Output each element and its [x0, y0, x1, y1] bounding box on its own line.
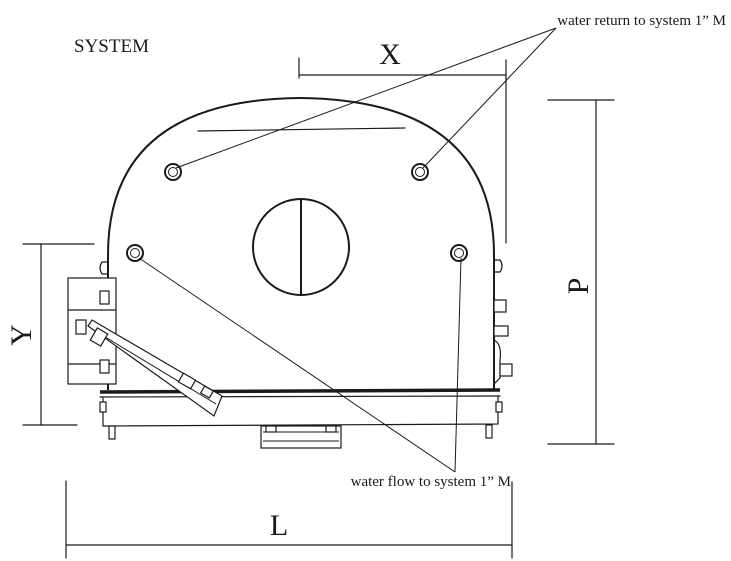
leader-lines	[138, 27, 557, 473]
dimension-p: P	[547, 99, 615, 445]
water-return-port-right	[411, 163, 429, 181]
dimension-l: L	[65, 480, 513, 559]
water-flow-port-left	[126, 244, 144, 262]
boiler-casing	[107, 96, 495, 390]
dimension-x: X	[298, 38, 507, 244]
dimension-y: Y	[5, 243, 95, 426]
dimension-p-label: P	[562, 278, 595, 295]
side-lugs	[99, 259, 503, 275]
water-return-label: water return to system 1” M	[557, 13, 726, 29]
water-flow-label: water flow to system 1” M	[351, 474, 511, 490]
water-return-port-left	[164, 163, 182, 181]
dimension-y-label: Y	[5, 324, 38, 346]
dimension-x-label: X	[379, 38, 401, 71]
right-side-fittings	[493, 299, 513, 385]
hinged-front-panel	[87, 319, 223, 417]
boiler-base	[99, 388, 503, 449]
flue-outlet	[252, 198, 350, 296]
dome-top-band	[197, 127, 406, 132]
dimension-l-label: L	[270, 509, 288, 542]
system-title: SYSTEM	[74, 36, 149, 57]
water-flow-port-right	[450, 244, 468, 262]
